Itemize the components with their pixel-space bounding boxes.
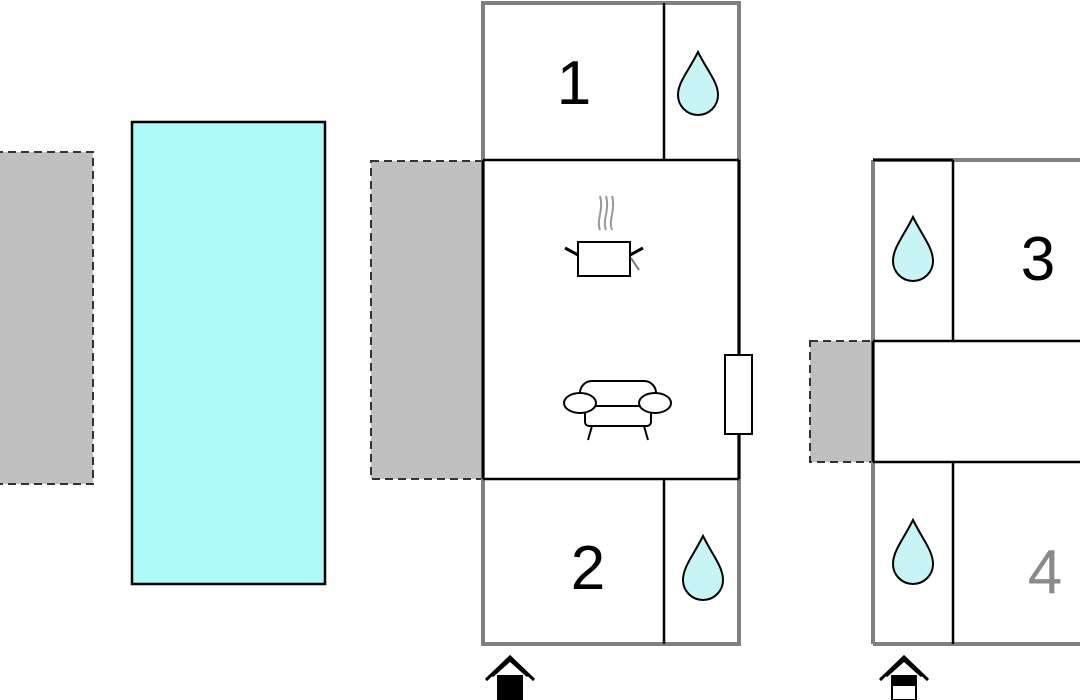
house-entrance-icon: [484, 654, 536, 700]
terrace-middle: [370, 160, 484, 480]
water-drop-icon: [676, 49, 720, 116]
water-drop-icon: [891, 517, 935, 585]
terrace-left: [0, 151, 94, 485]
swimming-pool: [130, 120, 327, 586]
cooking-pot-icon: [564, 195, 644, 277]
water-drop-icon: [681, 533, 725, 601]
house-entrance-icon: [878, 654, 930, 700]
terrace-right: [809, 340, 875, 463]
water-drop-icon: [891, 214, 935, 282]
sofa-icon: [563, 380, 672, 441]
room-number-3: 3: [1021, 225, 1055, 294]
building-left-inner-walls: [481, 3, 741, 644]
building-right-walls: [871, 158, 1080, 646]
window: [724, 354, 753, 435]
room-number-2: 2: [571, 534, 605, 603]
room-number-4: 4: [1028, 538, 1062, 607]
room-number-1: 1: [557, 49, 591, 118]
